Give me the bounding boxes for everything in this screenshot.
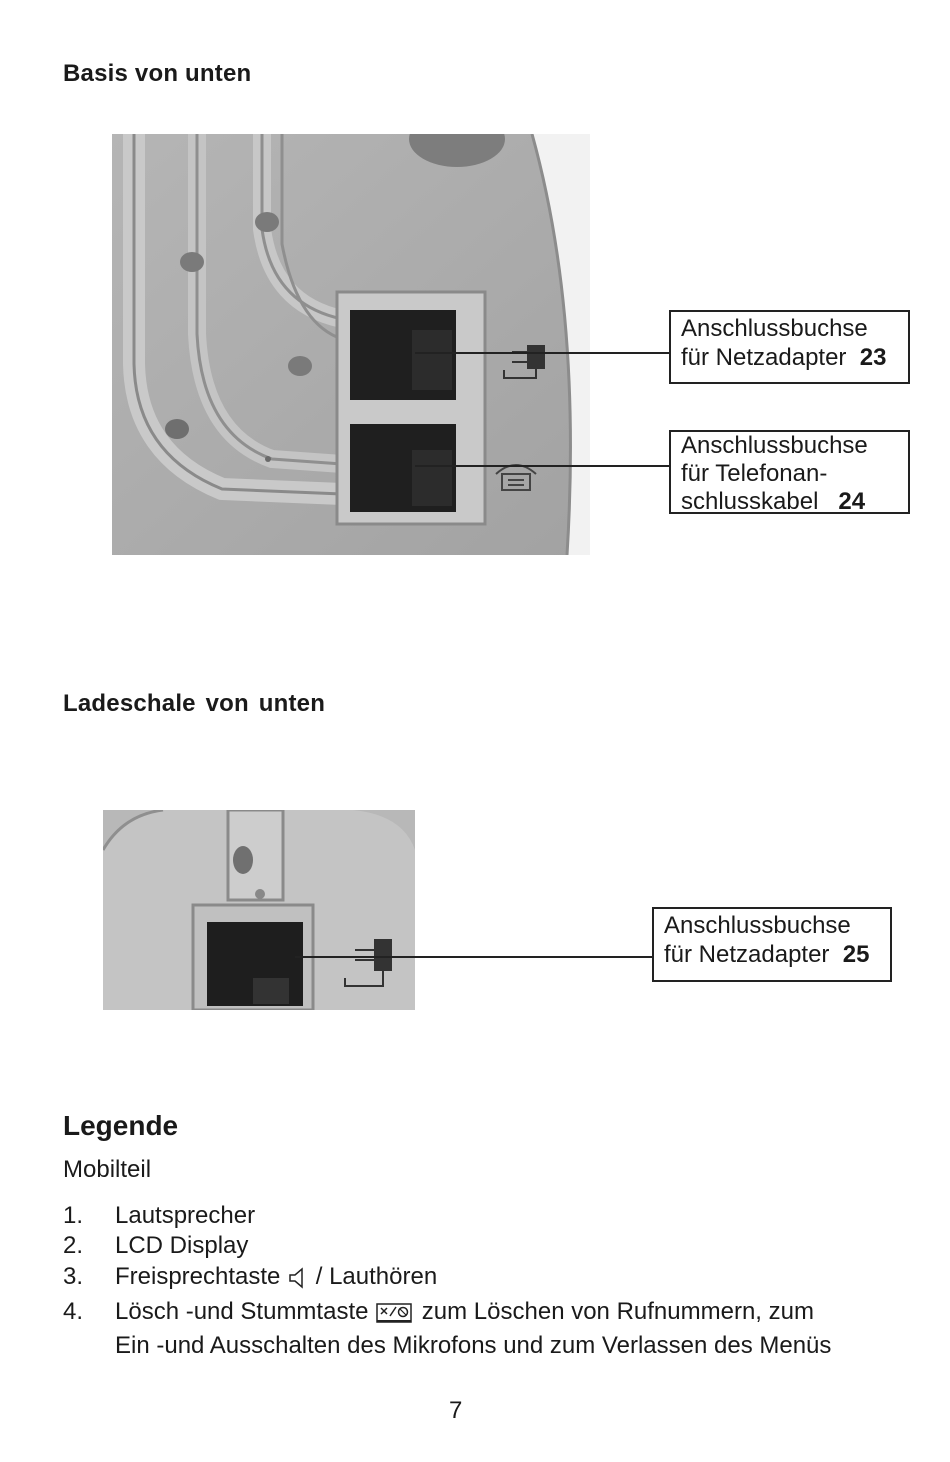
leader-line-23 [415,352,670,354]
legend-item-4-number: 4. [63,1298,84,1325]
callout-24-number: 24 [838,488,866,515]
mute-delete-key-icon [376,1302,412,1323]
photo-charger-bottom [103,810,415,1010]
legend-item-3: 3. Freisprechtaste / Lauthören [63,1262,883,1292]
callout-24: Anschlussbuchse für Telefonan- schlusska… [669,430,910,515]
section-title-base-bottom: Basis von unten [63,60,252,87]
legend-item-4-text: Lösch -und Stummtaste [115,1298,369,1325]
legend-subtitle: Mobilteil [63,1156,152,1183]
callout-24-line2: für Telefonan- [681,460,828,487]
speaker-icon [289,1267,303,1289]
callout-23: Anschlussbuchse für Netzadapter 23 [669,310,910,384]
legend-item-4: 4. Lösch -und Stummtaste zum Löschen von… [63,1297,893,1361]
callout-23-number: 23 [859,344,887,371]
legend-item-2-number: 2. [63,1232,84,1259]
callout-23-line2: für Netzadapter 23 [681,344,887,371]
callout-24-line1: Anschlussbuchse [681,432,868,459]
charger-bottom-illustration [103,810,415,1010]
legend-item-1-number: 1. [63,1202,84,1229]
legend-item-1-text: Lautsprecher [115,1202,256,1229]
base-bottom-illustration [112,134,590,555]
leader-line-24 [415,465,670,467]
page-number: 7 [449,1397,463,1424]
legend-item-3-text-after: / Lauthören [315,1263,438,1290]
legend-item-2-text: LCD Display [115,1232,249,1259]
legend-item-3-text: Freisprechtaste [115,1263,281,1290]
photo-base-bottom [112,134,590,555]
callout-25: Anschlussbuchse für Netzadapter 25 [652,907,892,982]
legend-item-1: 1. Lautsprecher [63,1201,883,1231]
section-title-charger-bottom: Ladeschale von unten [63,690,326,717]
legend-title: Legende [63,1110,179,1141]
leader-line-25 [295,956,653,958]
callout-25-line2: für Netzadapter 25 [664,941,870,968]
legend-item-2: 2. LCD Display [63,1231,883,1261]
callout-25-number: 25 [842,941,870,968]
callout-25-line1: Anschlussbuchse [664,912,851,939]
callout-23-line1: Anschlussbuchse [681,315,868,342]
legend-item-4-text-after: zum Löschen von Rufnummern, zum [421,1298,814,1325]
legend-item-4-line2: Ein -und Ausschalten des Mikrofons und z… [115,1332,832,1359]
callout-24-line3: schlusskabel 24 [681,488,866,515]
legend-item-3-number: 3. [63,1263,84,1290]
